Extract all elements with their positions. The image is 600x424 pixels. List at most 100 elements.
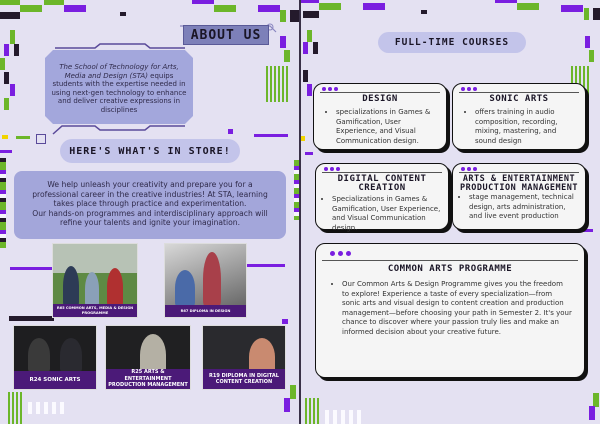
deco-pixel <box>585 36 590 48</box>
deco-stripes <box>305 398 321 424</box>
deco-pixel <box>282 319 288 324</box>
photo-person <box>28 338 50 372</box>
deco-pixel <box>307 30 312 42</box>
deco-pixel <box>307 84 312 96</box>
deco-pixel <box>294 160 300 220</box>
deco-pixel <box>319 3 341 10</box>
course-card-design: DESIGN specializations in Games & Gamifi… <box>313 83 447 150</box>
photo-sonic-arts: R24 SONIC ARTS <box>13 325 97 390</box>
deco-pixel <box>0 150 12 153</box>
deco-pixel <box>247 264 285 267</box>
deco-pixel <box>0 12 20 19</box>
whats-in-store-title: HERE'S WHAT'S IN STORE! <box>60 139 240 163</box>
course-card-arts-entertainment: ARTS & ENTERTAINMENT PRODUCTION MANAGEME… <box>452 163 586 230</box>
window-dots-icon <box>461 167 579 171</box>
about-us-title: ABOUT US <box>183 25 269 45</box>
window-dots-icon <box>461 87 579 91</box>
deco-pixel <box>10 84 15 96</box>
course-desc: specializations in Games & Gamification,… <box>336 108 440 146</box>
deco-pixel <box>280 10 286 22</box>
deco-pixel <box>0 158 6 248</box>
photo-caption: R65 COMMON ARTS, MEDIA & DESIGN PROGRAMM… <box>53 304 137 317</box>
deco-pixel <box>284 50 290 62</box>
deco-pixel <box>284 398 290 412</box>
photo-person <box>203 252 221 306</box>
deco-pixel <box>561 5 583 12</box>
deco-pixel <box>9 316 54 321</box>
left-page: ABOUT US The School of Technology for Ar… <box>0 0 300 424</box>
deco-pixel <box>228 129 233 134</box>
deco-pixel <box>593 393 599 407</box>
photo-caption: R67 DIPLOMA IN DESIGN <box>165 305 246 317</box>
photo-digital-content: R19 DIPLOMA IN DIGITAL CONTENT CREATION <box>202 325 286 390</box>
deco-pixel <box>584 8 589 20</box>
course-name: DIGITAL CONTENT CREATION <box>337 174 427 193</box>
photo-caption: R19 DIPLOMA IN DIGITAL CONTENT CREATION <box>203 369 285 389</box>
deco-pixel <box>593 8 600 20</box>
deco-pixel <box>301 136 305 141</box>
course-desc: offers training in audio composition, re… <box>475 108 579 146</box>
deco-pixel <box>290 385 296 399</box>
photo-person <box>63 266 79 306</box>
store-text-2: Our hands-on programmes and interdiscipl… <box>32 208 268 228</box>
deco-stripes <box>325 410 365 424</box>
deco-pixel <box>290 10 300 22</box>
store-description: We help unleash your creativity and prep… <box>14 171 286 239</box>
photo-person <box>85 272 99 306</box>
deco-pixel <box>64 5 86 12</box>
deco-pixel <box>517 3 539 10</box>
deco-pixel <box>589 406 595 420</box>
deco-pixel <box>303 11 319 18</box>
deco-pixel <box>495 0 517 3</box>
photo-arts-entertainment: R25 ARTS & ENTERTAINMENT PRODUCTION MANA… <box>105 325 191 390</box>
deco-pixel <box>10 267 52 270</box>
course-name: SONIC ARTS <box>489 94 549 104</box>
right-page: FULL-TIME COURSES DESIGN specializations… <box>301 0 600 424</box>
deco-pixel <box>305 152 313 155</box>
deco-pixel <box>4 72 9 84</box>
deco-pixel <box>0 0 20 5</box>
deco-stripes <box>28 402 68 414</box>
deco-pixel <box>258 5 280 12</box>
deco-stripes <box>266 66 290 102</box>
page-divider <box>299 0 301 424</box>
deco-pixel <box>14 44 19 56</box>
course-desc: Our Common Arts & Design Programme gives… <box>342 280 572 338</box>
deco-square <box>36 134 46 144</box>
deco-pixel <box>557 229 593 232</box>
course-card-digital-content: DIGITAL CONTENT CREATION Specializations… <box>315 163 449 233</box>
course-card-common-arts: COMMON ARTS PROGRAMME Our Common Arts & … <box>315 243 585 378</box>
full-time-courses-title: FULL-TIME COURSES <box>378 32 526 53</box>
deco-pixel <box>16 136 30 139</box>
deco-pixel <box>303 70 308 82</box>
deco-pixel <box>363 3 385 10</box>
deco-pixel <box>421 10 427 14</box>
course-name: COMMON ARTS PROGRAMME <box>387 264 513 274</box>
course-name: DESIGN <box>362 94 398 104</box>
deco-pixel <box>44 0 64 5</box>
deco-pixel <box>4 44 9 56</box>
deco-pixel <box>20 5 42 12</box>
course-desc: stage management, technical design, arts… <box>469 193 579 222</box>
intro-box: The School of Technology for Arts, Media… <box>45 50 193 124</box>
photo-person <box>175 270 195 306</box>
deco-pixel <box>254 134 288 137</box>
deco-pixel <box>303 42 308 54</box>
photo-person <box>60 338 82 372</box>
photo-common-arts: R65 COMMON ARTS, MEDIA & DESIGN PROGRAMM… <box>52 243 138 318</box>
intro-text: equips students with the expertise neede… <box>51 71 187 114</box>
course-desc: Specializations in Games & Gamification,… <box>332 195 442 233</box>
window-dots-icon <box>322 87 440 91</box>
deco-pixel <box>589 50 594 62</box>
deco-pixel <box>2 135 8 139</box>
deco-pixel <box>0 58 5 70</box>
window-dots-icon <box>330 251 572 256</box>
photo-caption: R24 SONIC ARTS <box>14 371 96 389</box>
course-name: ARTS & ENTERTAINMENT PRODUCTION MANAGEME… <box>460 174 578 193</box>
deco-pixel <box>313 42 318 54</box>
deco-pixel <box>192 0 214 4</box>
deco-stripes <box>8 392 24 424</box>
photo-caption: R25 ARTS & ENTERTAINMENT PRODUCTION MANA… <box>106 369 190 389</box>
intro-school-name: The School of Technology for Arts, Media… <box>59 63 179 80</box>
course-card-sonic-arts: SONIC ARTS offers training in audio comp… <box>452 83 586 150</box>
